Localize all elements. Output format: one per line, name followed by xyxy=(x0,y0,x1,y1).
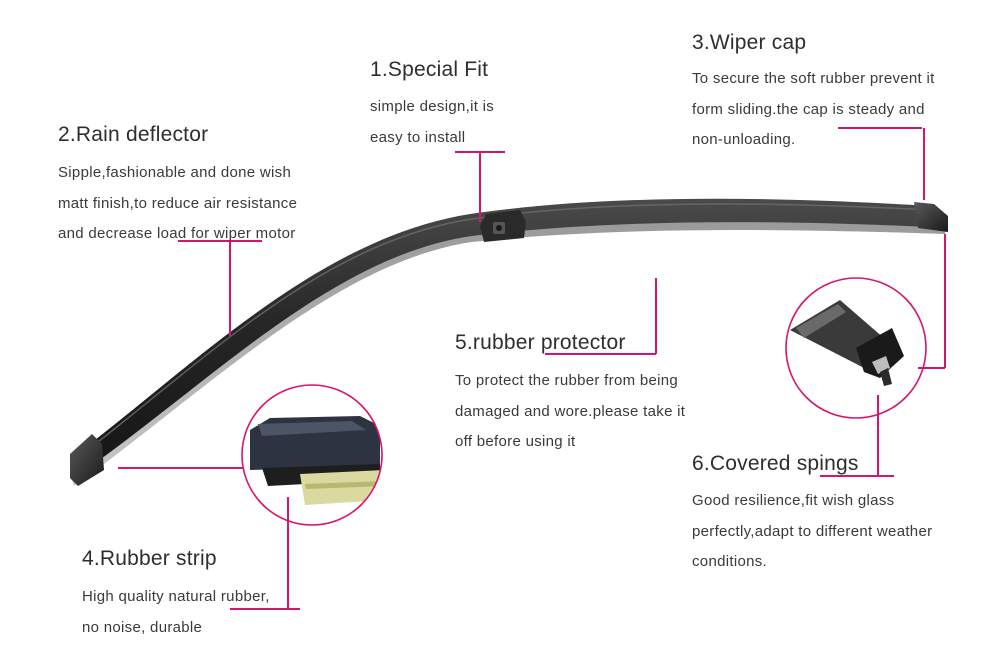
special-fit-description: simple design,it is easy to install xyxy=(370,92,494,153)
rubber-strip-detail-circle xyxy=(241,384,383,526)
rubber-protector-line-1: To protect the rubber from being xyxy=(455,372,679,389)
wiper-right-end-cap xyxy=(914,202,948,232)
special-fit-line-1: simple design,it is xyxy=(370,98,495,115)
wiper-center-adapter xyxy=(480,210,526,242)
rain-deflector-line-2: matt finish,to reduce air resistance xyxy=(58,194,298,212)
leader-lines xyxy=(118,127,946,610)
wiper-left-end-cap xyxy=(70,434,104,486)
wiper-cap-description: To secure the soft rubber prevent it for… xyxy=(692,64,935,156)
covered-spings-line-1: Good resilience,fit wish glass xyxy=(692,492,895,509)
rubber-strip-line-1: High quality natural rubber, xyxy=(82,588,270,605)
rain-deflector-title: 2.Rain deflector xyxy=(58,123,209,146)
rain-deflector-description: Sipple,fashionable and done wish matt fi… xyxy=(58,158,297,250)
covered-spings-line-2: perfectly,adapt to different weather xyxy=(692,522,933,540)
wiper-cap-line-1: To secure the soft rubber prevent it xyxy=(692,70,935,87)
special-fit-line-2: easy to install xyxy=(370,128,466,146)
special-fit-title: 1.Special Fit xyxy=(370,58,489,81)
rubber-protector-line-2: damaged and wore.please take it xyxy=(455,402,686,420)
wiper-cap-line-2: form sliding.the cap is steady and xyxy=(692,100,925,118)
rubber-protector-title: 5.rubber protector xyxy=(455,331,626,354)
rain-deflector-line-1: Sipple,fashionable and done wish xyxy=(58,164,292,181)
rain-deflector-line-3: and decrease load for wiper motor xyxy=(58,225,296,242)
rubber-strip-title: 4.Rubber strip xyxy=(82,547,217,570)
wiper-cap-line-3: non-unloading. xyxy=(692,131,796,148)
wiper-cap-title: 3.Wiper cap xyxy=(692,31,807,54)
covered-spings-line-3: conditions. xyxy=(692,553,768,570)
rubber-protector-line-3: off before using it xyxy=(455,433,576,450)
rubber-protector-description: To protect the rubber from being damaged… xyxy=(455,366,685,458)
covered-spings-description: Good resilience,fit wish glass perfectly… xyxy=(692,486,932,578)
rubber-strip-description: High quality natural rubber, no noise, d… xyxy=(82,582,270,643)
wiper-rubber-strip xyxy=(70,220,945,487)
covered-spings-title: 6.Covered spings xyxy=(692,452,859,475)
covered-spings-detail-circle xyxy=(785,277,927,419)
rubber-strip-line-2: no noise, durable xyxy=(82,618,203,636)
wiper-blade-body xyxy=(72,198,946,479)
